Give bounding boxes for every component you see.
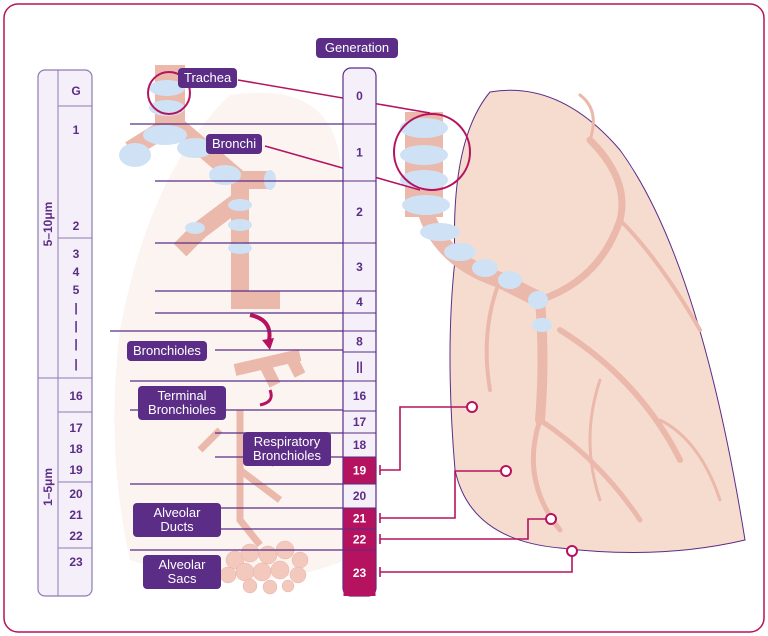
generation-label: 8 bbox=[356, 335, 363, 349]
generation-label: 17 bbox=[353, 415, 367, 429]
size-row-label: 16 bbox=[69, 389, 83, 403]
generation-label: 1 bbox=[356, 146, 363, 160]
size-row-label: 19 bbox=[69, 463, 83, 477]
size-range-label: 5–10μm bbox=[41, 202, 55, 247]
label-alveolar-ducts: Alveolar Ducts bbox=[133, 503, 221, 537]
lung-bronchial-tree bbox=[417, 93, 722, 533]
size-row-label: 18 bbox=[69, 442, 83, 456]
size-row-label: 4 bbox=[73, 265, 80, 279]
generation-label: 16 bbox=[353, 389, 367, 403]
generation-cell-highlight bbox=[343, 550, 376, 596]
size-row-label: 17 bbox=[69, 421, 83, 435]
size-row-label: 5 bbox=[73, 283, 80, 297]
size-header: G bbox=[71, 84, 80, 98]
trachea-zoom-circle bbox=[393, 113, 471, 191]
generation-cell-highlight bbox=[343, 508, 376, 529]
label-alveolar-sacs: Alveolar Sacs bbox=[143, 555, 221, 589]
size-row-label: 23 bbox=[69, 555, 83, 569]
generation-label: 3 bbox=[356, 260, 363, 274]
size-row-label: | bbox=[74, 337, 77, 351]
generation-label: 19 bbox=[353, 464, 367, 478]
label-bronchioles: Bronchioles bbox=[127, 341, 207, 361]
generation-label: 2 bbox=[356, 205, 363, 219]
size-row-label: 2 bbox=[73, 219, 80, 233]
generation-label: 18 bbox=[353, 438, 367, 452]
generation-cell-highlight bbox=[343, 457, 376, 484]
size-row-label: | bbox=[74, 301, 77, 315]
generation-label: 0 bbox=[356, 89, 363, 103]
generation-heading: Generation bbox=[316, 38, 398, 58]
label-trachea: Trachea bbox=[178, 68, 238, 88]
generation-cell-highlight bbox=[343, 529, 376, 550]
generation-label: 4 bbox=[356, 295, 363, 309]
generation-label: 20 bbox=[353, 489, 367, 503]
generation-label: 23 bbox=[353, 566, 367, 580]
size-row-label: | bbox=[74, 357, 77, 371]
size-range-label: 1–5μm bbox=[41, 468, 55, 506]
size-row-label: 1 bbox=[73, 123, 80, 137]
callout-lines bbox=[237, 79, 573, 577]
label-terminal-bronchioles: Terminal Bronchioles bbox=[138, 386, 226, 420]
generation-label: || bbox=[356, 360, 363, 374]
label-bronchi: Bronchi bbox=[206, 134, 263, 154]
cartilage-rings bbox=[400, 118, 552, 332]
size-row-label: 3 bbox=[73, 247, 80, 261]
size-row-label: | bbox=[74, 319, 77, 333]
size-row-label: 20 bbox=[69, 487, 83, 501]
airway-illustration bbox=[119, 65, 309, 595]
size-row-label: 22 bbox=[69, 529, 83, 543]
label-respiratory-bronchioles: Respiratory Bronchioles bbox=[243, 432, 331, 466]
size-column-frame bbox=[37, 69, 93, 597]
lung-location-markers bbox=[466, 401, 578, 557]
size-row-label: 21 bbox=[69, 508, 83, 522]
generation-label: 21 bbox=[353, 512, 367, 526]
generation-label: 22 bbox=[353, 533, 367, 547]
